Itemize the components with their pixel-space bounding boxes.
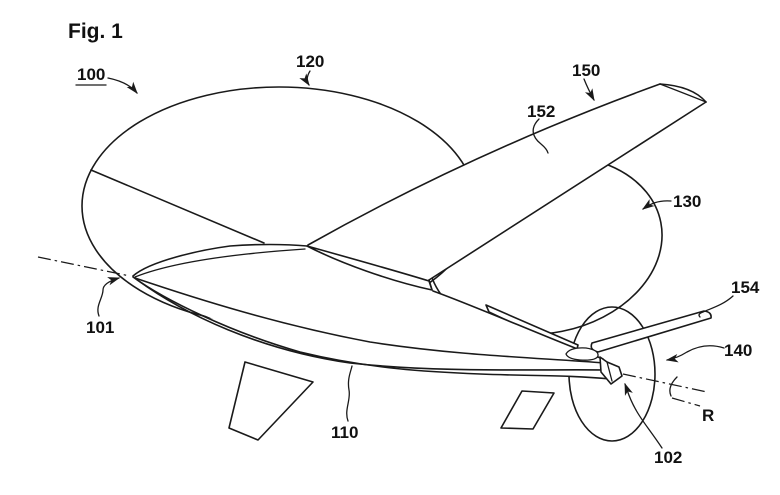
roll-axis <box>37 256 708 407</box>
figure-title: Fig. 1 <box>68 20 123 43</box>
roll-axis-line-label-segment <box>671 397 701 407</box>
wing-leading-edge <box>307 83 661 246</box>
label-110: 110 <box>331 423 358 442</box>
tail-cone-tip <box>599 356 623 385</box>
roll-axis-line-rear <box>622 373 708 393</box>
right-landing-fin <box>500 390 555 430</box>
roll-axis-line-front <box>37 256 131 277</box>
leader-152 <box>532 118 549 154</box>
labels: Fig. 1 100 120 150 152 130 154 140 R 110… <box>68 20 760 467</box>
label-152: 152 <box>527 102 555 121</box>
fuselage-belly-edge <box>132 276 611 380</box>
fuselage-top-edge <box>132 243 308 277</box>
fuselage-contour-line-2 <box>134 277 605 364</box>
right-tailplane <box>590 310 712 353</box>
leader-150 <box>583 78 595 102</box>
tail-tip-facet <box>599 356 623 385</box>
label-100: 100 <box>77 65 105 84</box>
leader-lines <box>97 70 734 449</box>
leader-102 <box>624 382 663 449</box>
label-roll-axis: R <box>702 406 714 425</box>
leader-120 <box>299 70 311 87</box>
leader-110 <box>346 365 353 422</box>
fuselage-fill <box>133 244 618 380</box>
label-101: 101 <box>86 318 114 337</box>
leader-101 <box>97 277 121 317</box>
wing-trailing-edge <box>428 101 707 281</box>
wing-root-fairing <box>306 245 433 291</box>
label-150: 150 <box>572 61 600 80</box>
leader-130 <box>641 199 672 210</box>
label-120: 120 <box>296 52 324 71</box>
tail-tip-crease <box>606 361 613 382</box>
wing-tip-cap-outer <box>659 83 707 103</box>
label-140: 140 <box>724 341 752 360</box>
left-landing-fin <box>228 361 314 441</box>
label-130: 130 <box>673 192 701 211</box>
fuselage-contour-line-3 <box>135 278 608 371</box>
leader-140 <box>665 345 725 363</box>
wing-fill <box>308 84 706 290</box>
fuselage-contour-line-1 <box>134 248 306 278</box>
left-wing-edge-line <box>90 169 265 244</box>
tail-fairing-curl <box>565 347 599 361</box>
leader-154 <box>698 295 734 318</box>
wing-tip-cap-inner <box>659 83 707 103</box>
leader-100 <box>107 77 138 94</box>
wing <box>307 83 707 291</box>
label-102: 102 <box>654 448 682 467</box>
roll-axis-tick <box>669 376 678 397</box>
label-154: 154 <box>731 278 760 297</box>
